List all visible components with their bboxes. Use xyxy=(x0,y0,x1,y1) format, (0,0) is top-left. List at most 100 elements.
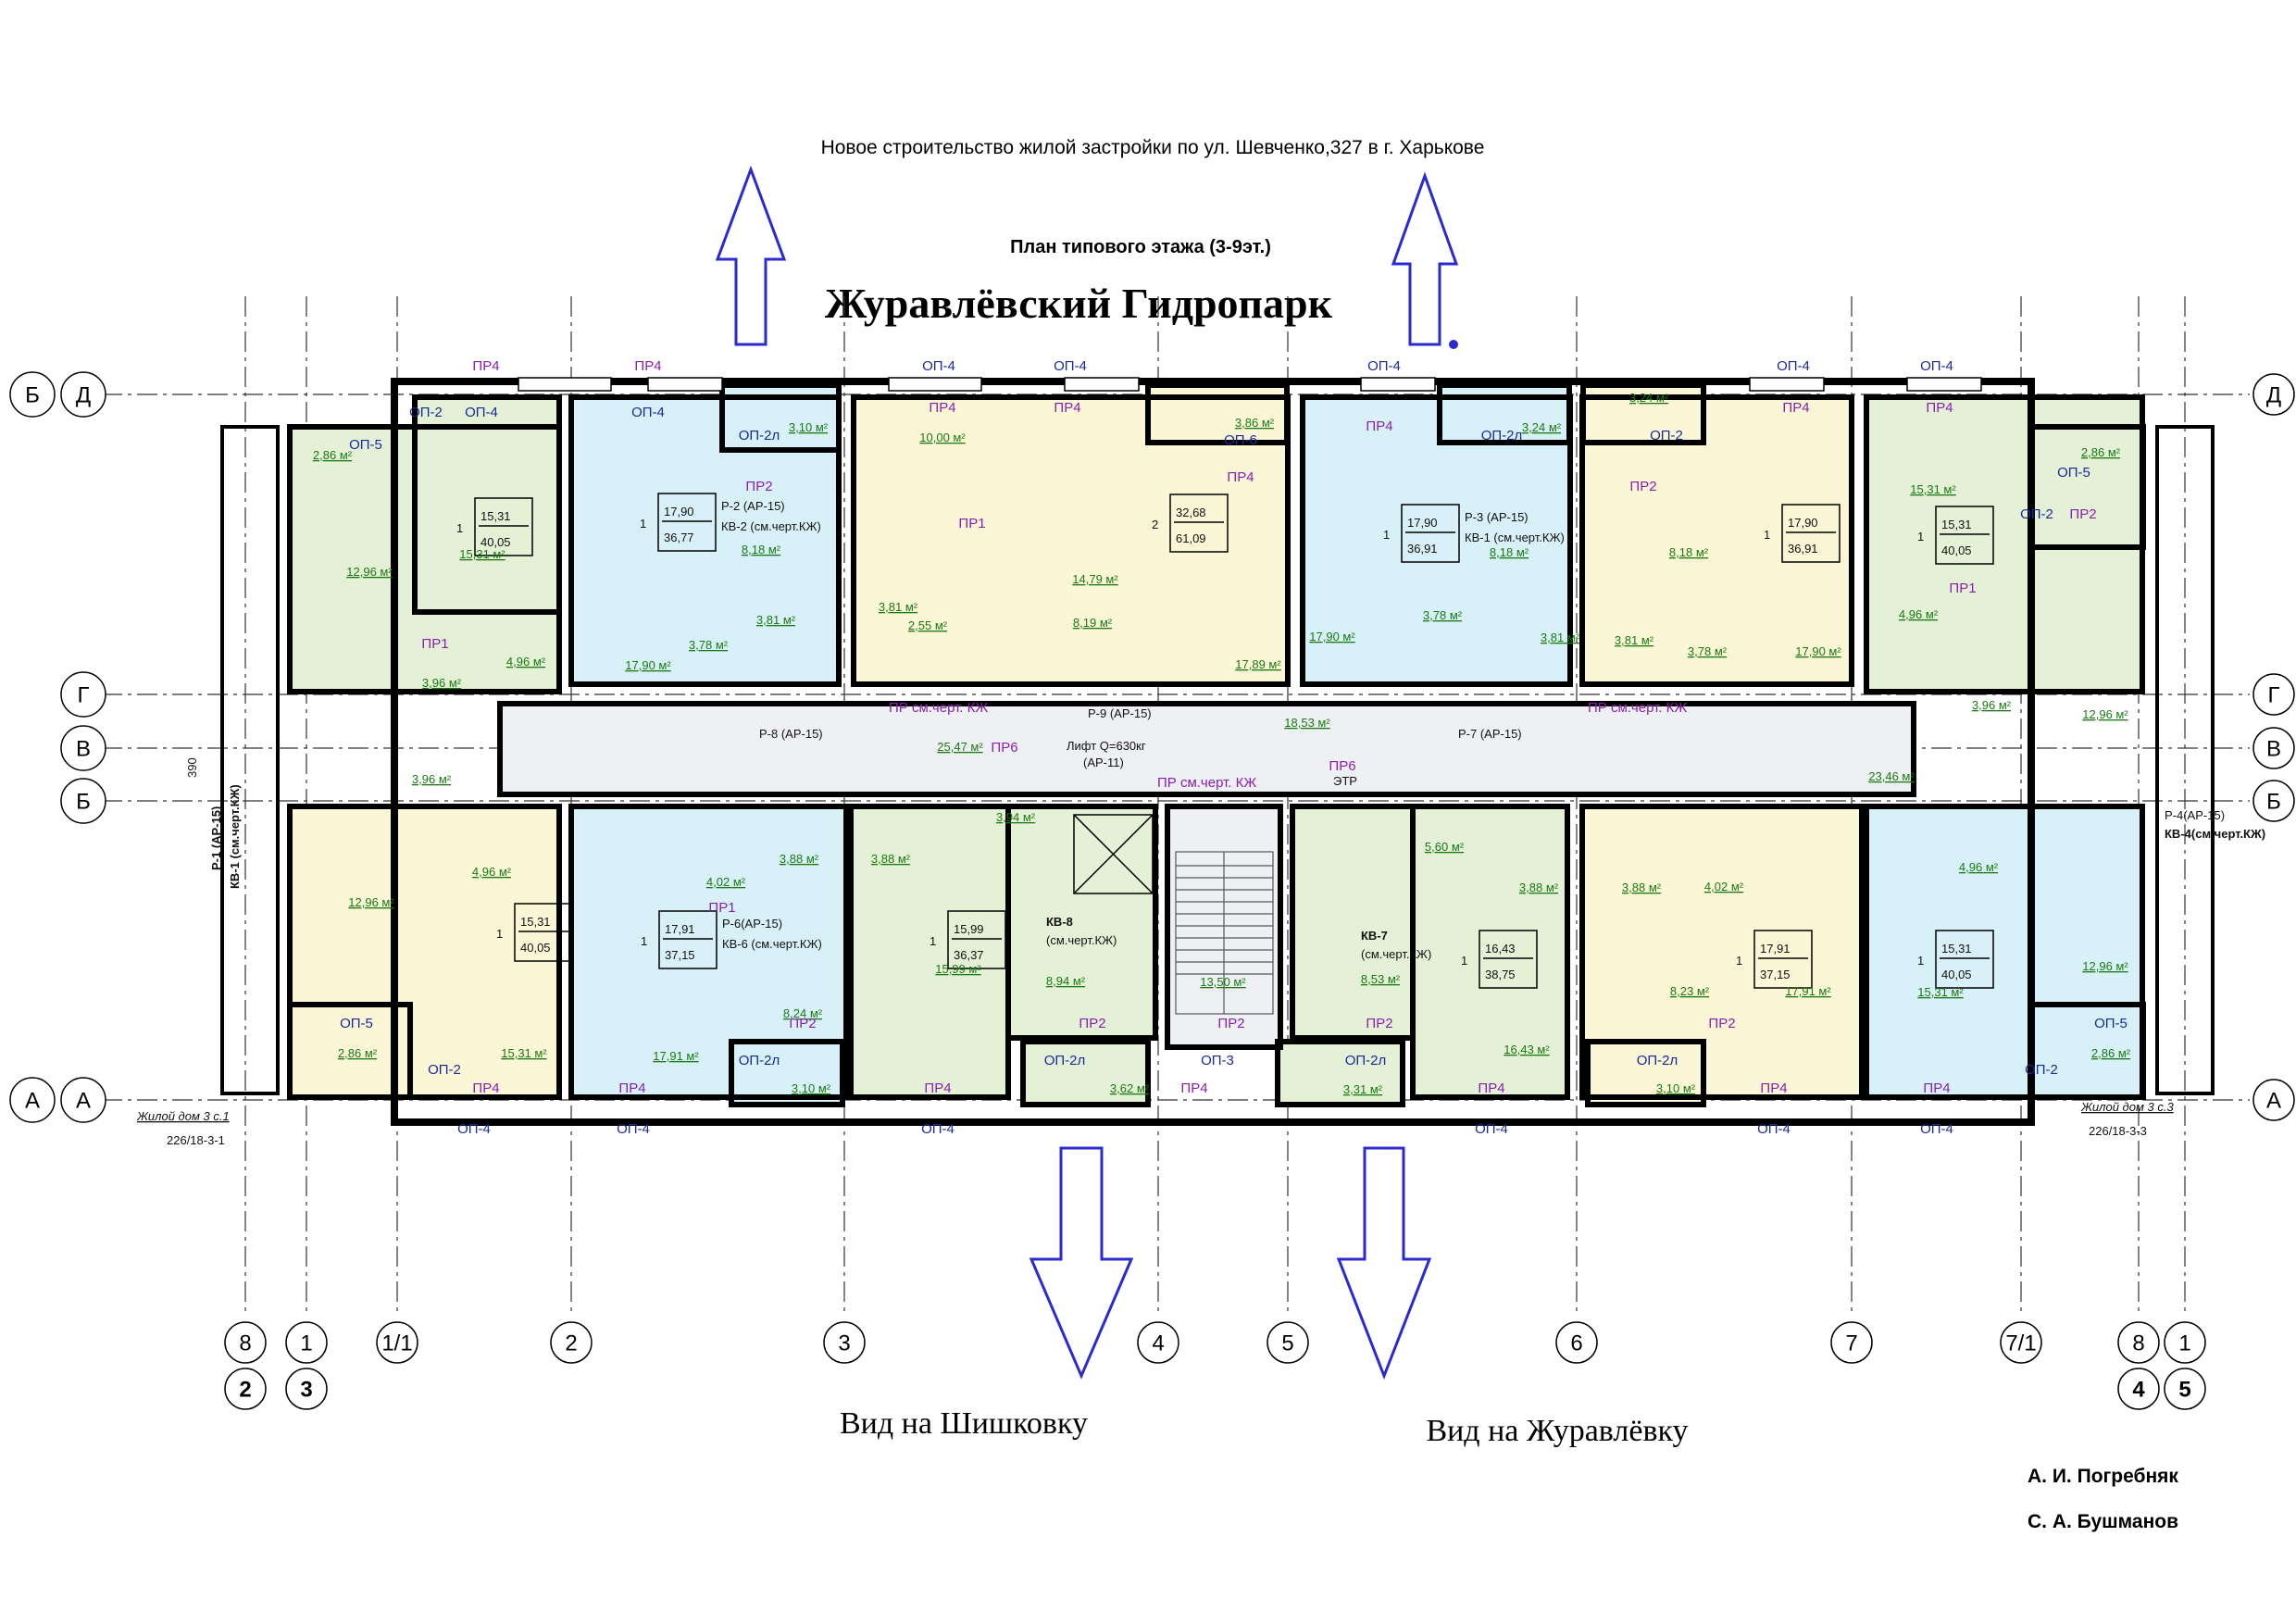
row-axis-bubble xyxy=(2252,780,2295,822)
area-box xyxy=(658,910,718,969)
living-area: 15,31 xyxy=(1941,518,1972,531)
room-count: 1 xyxy=(1383,528,1390,542)
room-area: 3,86 м² xyxy=(1235,416,1275,430)
column-axis-bubble xyxy=(2117,1368,2160,1410)
room-count: 1 xyxy=(496,927,503,941)
column-axis-label: 7 xyxy=(1845,1331,1857,1356)
room-area: 12,96 м² xyxy=(2082,959,2128,973)
room-area: 4,02 м² xyxy=(706,875,746,889)
corridor-wall xyxy=(497,701,1916,797)
opening-label-top: ПР4 xyxy=(472,358,499,374)
column-axis-bubble xyxy=(224,1368,267,1410)
corridor-labels: Р-9 (АР-15) Лифт Q=630кг (АР-11) Р-8 (АР… xyxy=(759,700,1687,791)
column-axis-bubble xyxy=(823,1321,866,1364)
row-axis-bubble xyxy=(2252,727,2295,769)
area-box xyxy=(514,903,573,962)
opening-label: ПР2 xyxy=(1629,479,1656,494)
lift-label: Лифт Q=630кг xyxy=(1067,739,1146,753)
balcony-b2 xyxy=(731,1042,842,1105)
column-axis-label: 4 xyxy=(1152,1331,1164,1356)
room-count: 1 xyxy=(641,934,647,948)
room-area: 4,96 м² xyxy=(506,655,546,668)
row-axis-bubble xyxy=(60,725,106,771)
room-area: 17,91 м² xyxy=(1785,984,1831,998)
opening-label: ПР4 xyxy=(1923,1081,1950,1096)
balcony-b2-wall xyxy=(729,1039,845,1107)
room-area: 4,96 м² xyxy=(472,865,512,879)
arrow-up-icon-left xyxy=(715,165,787,346)
opening-label: ОП-5 xyxy=(340,1016,373,1031)
column-axis-bubble xyxy=(285,1368,328,1410)
opening-label: ПР4 xyxy=(1227,469,1254,485)
neighbor-right-name: Жилой дом 3 с.3 xyxy=(2080,1100,2174,1114)
room-area: 4,02 м² xyxy=(1704,880,1744,893)
column-axis-bubble xyxy=(1555,1321,1598,1364)
column-axis-label: 5 xyxy=(2178,1378,2190,1403)
apartment-note-ref: КВ-2 (см.черт.КЖ) xyxy=(721,519,821,533)
total-area: 40,05 xyxy=(480,535,511,549)
lift-shaft xyxy=(1073,814,1154,894)
arrow-down-icon-left xyxy=(1029,1146,1134,1380)
column-axis-bubble xyxy=(224,1321,267,1364)
window xyxy=(1906,377,1982,392)
room-area: 8,18 м² xyxy=(1669,545,1709,559)
opening-label: ОП-2л xyxy=(739,428,780,443)
opening-label: ПР4 xyxy=(1926,400,1953,416)
corridor xyxy=(500,704,1914,794)
total-area: 37,15 xyxy=(665,948,695,962)
room-area: 12,96 м² xyxy=(346,565,393,579)
window xyxy=(1064,377,1140,392)
area-box xyxy=(1753,930,1813,989)
opening-label: ОП-2л xyxy=(739,1053,780,1068)
apartment-a1-living-wall xyxy=(412,394,562,615)
opening-label: ПР4 xyxy=(1180,1081,1207,1096)
opening-label: ОП-6 xyxy=(1224,432,1257,448)
room-area: 3,10 м² xyxy=(1656,1081,1696,1095)
room-count: 1 xyxy=(1764,528,1770,542)
column-axis-bubble xyxy=(550,1321,593,1364)
room-area: 17,90 м² xyxy=(1309,630,1355,643)
room-area: 17,90 м² xyxy=(1795,644,1841,658)
neighbor-right-code: 226/18-3-3 xyxy=(2089,1124,2147,1138)
column-axis-bubble xyxy=(285,1321,328,1364)
total-area: 40,05 xyxy=(520,941,551,955)
room-area: 17,89 м² xyxy=(1235,657,1281,671)
room-area: 3,88 м² xyxy=(1519,881,1559,894)
row-axis-label: Д xyxy=(76,383,91,408)
area-box xyxy=(657,493,717,552)
room-area: 18,53 м² xyxy=(1284,716,1330,730)
opening-label: ПР4 xyxy=(618,1081,645,1096)
room-area: 3,10 м² xyxy=(789,420,829,434)
room-area: 3,81 м² xyxy=(879,600,918,614)
balcony-b1 xyxy=(290,1005,410,1097)
room-area: 3,78 м² xyxy=(1423,608,1463,622)
opening-label-top: ОП-4 xyxy=(1367,358,1401,374)
room-area: 8,24 м² xyxy=(783,1006,823,1020)
opening-label-bottom: ОП-4 xyxy=(1475,1121,1508,1137)
row-axis-label: А xyxy=(2266,1089,2281,1114)
row-axis-bubble xyxy=(2252,673,2295,716)
pr-kzh-label-1: ПР см.черт. КЖ xyxy=(889,700,988,716)
room-area: 3,24 м² xyxy=(1522,420,1562,434)
etr-label: ЭТР xyxy=(1333,774,1357,788)
area-box xyxy=(1935,506,1994,565)
side-structure xyxy=(2155,425,2215,1095)
opening-label-top: ОП-4 xyxy=(1920,358,1953,374)
room-area: 3,81 м² xyxy=(756,613,796,627)
room-area: 8,53 м² xyxy=(1361,972,1401,986)
opening-label: ПР1 xyxy=(958,516,985,531)
column-axis-label: 8 xyxy=(2132,1331,2144,1356)
opening-label-bottom: ОП-4 xyxy=(1757,1121,1791,1137)
column-axis-bubble xyxy=(2117,1321,2160,1364)
area-box xyxy=(1479,930,1538,989)
room-count: 1 xyxy=(1917,954,1924,968)
row-axis-bubble xyxy=(60,778,106,824)
opening-label-top: ПР4 xyxy=(634,358,661,374)
room-area: 15,99 м² xyxy=(935,962,981,976)
opening-label-bottom: ОП-4 xyxy=(1920,1121,1953,1137)
balcony-b4-wall xyxy=(1020,1039,1151,1107)
apartment-note-ref: (см.черт.КЖ) xyxy=(1046,933,1117,947)
room-area: 3,88 м² xyxy=(1622,881,1662,894)
row-axis-label: Б xyxy=(25,383,40,408)
